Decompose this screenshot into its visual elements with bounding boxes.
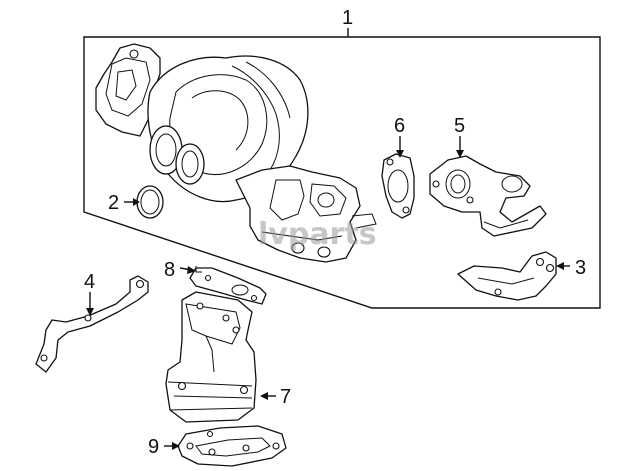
mounting-gasket: [189, 266, 267, 305]
exhaust-outlet-elbow: [429, 155, 547, 237]
callout-9-arrow: [172, 442, 180, 450]
callout-8: 8: [164, 259, 175, 281]
turbo-gasket: [381, 153, 415, 219]
callout-7-arrow: [260, 392, 268, 400]
callout-4-arrow: [86, 308, 94, 316]
support-rod: [35, 275, 149, 373]
support-bracket: [457, 251, 557, 301]
callout-6: 6: [394, 115, 405, 137]
base-gasket: [177, 425, 287, 467]
turbocharger: [95, 43, 377, 263]
watermark: lvparts: [258, 217, 377, 252]
callout-3: 3: [575, 257, 586, 279]
callout-7: 7: [280, 386, 291, 408]
callout-5: 5: [454, 115, 465, 137]
callout-2: 2: [108, 192, 119, 214]
o-ring: [136, 185, 164, 219]
callout-3-arrow: [556, 262, 564, 270]
callout-1: 1: [342, 7, 353, 29]
assembly-frame: [83, 36, 601, 309]
turbo-pedestal: [165, 291, 257, 423]
callout-2-arrow: [133, 198, 140, 206]
callout-9: 9: [148, 436, 159, 458]
callout-8-arrow: [187, 266, 196, 274]
callout-4: 4: [84, 271, 95, 293]
callout-5-arrow: [456, 150, 464, 158]
callout-6-arrow: [396, 150, 404, 158]
